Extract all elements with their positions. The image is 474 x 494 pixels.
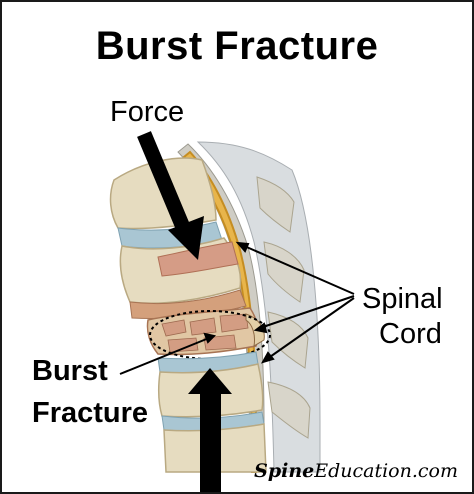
spinal-cord-pointers <box>235 241 355 364</box>
force-arrow-up <box>188 368 232 492</box>
diagram-title: Burst Fracture <box>95 24 379 68</box>
burst-fracture-label-line1: Burst <box>32 355 108 387</box>
posterior-elements <box>256 176 311 439</box>
brand-part2: Education.com <box>314 460 458 482</box>
brand-part1: Spine <box>254 460 315 482</box>
burst-fracture-pointer <box>119 332 216 375</box>
fracture-fragments <box>161 313 249 353</box>
spinal-cord-label-line1: Spinal <box>362 283 443 315</box>
burst-fracture-label-line2: Fracture <box>32 397 149 429</box>
force-label: Force <box>110 96 185 128</box>
brand-watermark: SpineEducation.com <box>254 460 458 482</box>
force-arrow-down <box>137 131 204 260</box>
spinal-cord-label-line2: Cord <box>379 318 442 350</box>
